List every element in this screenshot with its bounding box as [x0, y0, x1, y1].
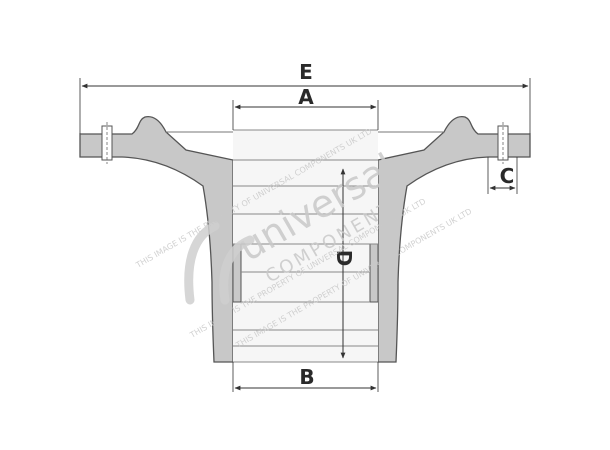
dimension-a: A: [232, 85, 379, 130]
watermark-logo: [184, 221, 255, 305]
right-bolt-hole: [497, 122, 509, 164]
dimension-e-label: E: [299, 60, 313, 84]
dimension-b: B: [232, 362, 379, 392]
bore-lines: [166, 129, 444, 363]
part-cross-section: [79, 116, 531, 363]
dimension-e: E: [79, 60, 531, 134]
dimension-b-label: B: [299, 365, 314, 389]
dimension-d: D: [332, 168, 356, 359]
dimension-a-label: A: [298, 85, 314, 109]
dimension-c-label: C: [500, 164, 515, 188]
dimension-d-label: D: [332, 250, 356, 267]
left-bolt-hole: [101, 122, 113, 164]
left-wall-section: [79, 116, 234, 363]
right-wall-section: [377, 116, 531, 363]
bore-panel: [233, 130, 378, 362]
dimension-c: C: [487, 157, 518, 194]
